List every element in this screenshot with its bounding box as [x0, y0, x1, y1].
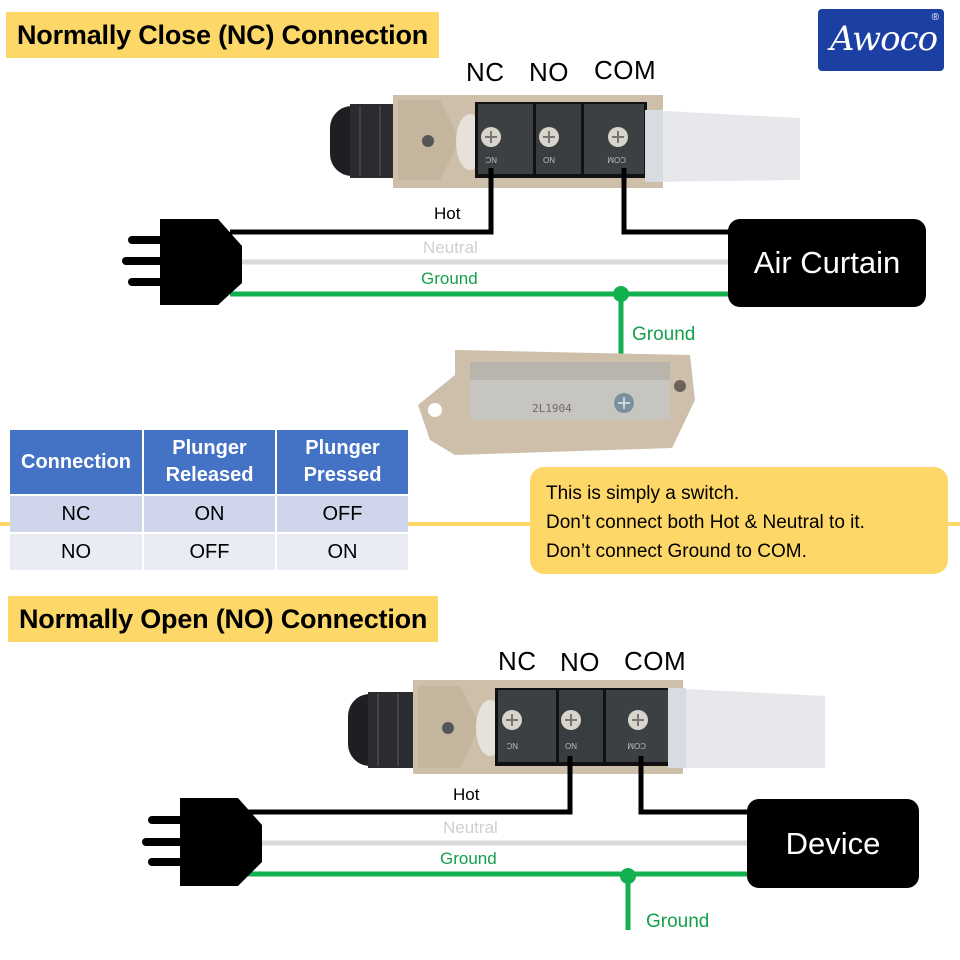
stamp-com: COM	[607, 155, 626, 164]
device-box: Device	[747, 799, 919, 888]
no-plug-icon	[142, 798, 262, 886]
cell-released: OFF	[144, 534, 275, 570]
cell-released: ON	[144, 496, 275, 532]
device-label: Device	[785, 825, 881, 861]
header-plunger-released: Plunger Released	[144, 430, 275, 494]
nc-ground-label: Ground	[421, 269, 478, 288]
nc-terminal-label-no: NO	[529, 57, 569, 87]
note-line: Don’t connect both Hot & Neutral to it.	[546, 512, 865, 533]
header-connection: Connection	[10, 430, 142, 494]
no-com-wire	[638, 756, 750, 815]
mount-hole-icon	[428, 403, 442, 417]
plunger-arm	[668, 688, 825, 768]
stamp-nc: NC	[506, 741, 518, 750]
plunger-arm	[645, 110, 800, 182]
no-terminal-label-nc: NC	[498, 646, 537, 676]
table-row: NC ON OFF	[10, 496, 408, 532]
air-curtain-box: Air Curtain	[728, 219, 926, 307]
nc-section-title: Normally Close (NC) Connection	[6, 12, 440, 58]
note-line: Don’t connect Ground to COM.	[546, 541, 807, 562]
cell-connection: NC	[10, 496, 142, 532]
stamp-no: NO	[565, 741, 577, 750]
no-limit-switch: NC NO COM	[348, 680, 825, 774]
awoco-logo: Awoco ®	[818, 9, 944, 71]
cell-pressed: ON	[277, 534, 408, 570]
stamp-nc: NC	[485, 155, 497, 164]
nc-limit-switch: NC NO COM	[330, 95, 800, 188]
table-row: NO OFF ON	[10, 534, 408, 570]
note-line: This is simply a switch.	[546, 483, 740, 504]
cell-connection: NO	[10, 534, 142, 570]
no-section-title: Normally Open (NO) Connection	[8, 596, 439, 642]
no-terminal-label-com: COM	[624, 646, 687, 676]
nc-ground-branch-label: Ground	[632, 324, 696, 345]
nc-neutral-label: Neutral	[423, 238, 478, 257]
magnet-actuator: 2L1904	[418, 350, 695, 455]
air-curtain-label: Air Curtain	[753, 245, 901, 280]
cell-pressed: OFF	[277, 496, 408, 532]
logo-text: Awoco	[830, 19, 938, 59]
header-plunger-pressed: Plunger Pressed	[277, 430, 408, 494]
nc-terminal-label-nc: NC	[466, 57, 505, 87]
part-marking: 2L1904	[532, 402, 572, 415]
nc-com-wire	[621, 168, 730, 235]
no-hot-label: Hot	[453, 785, 480, 804]
truth-table: Connection Plunger Released Plunger Pres…	[8, 428, 410, 572]
registered-mark: ®	[931, 12, 939, 23]
no-ground-branch-label: Ground	[646, 911, 710, 932]
warning-note: This is simply a switch. Don’t connect b…	[530, 467, 948, 574]
stamp-com: COM	[627, 741, 646, 750]
nc-hot-label: Hot	[434, 204, 461, 223]
no-hot-wire	[245, 756, 573, 815]
no-wiring	[142, 756, 750, 930]
no-neutral-label: Neutral	[443, 818, 498, 837]
nc-hot-wire	[230, 168, 494, 235]
nc-terminal-label-com: COM	[594, 55, 657, 85]
nc-plug-icon	[122, 219, 242, 305]
stamp-no: NO	[543, 155, 555, 164]
nc-wiring	[122, 168, 730, 382]
no-terminal-label-no: NO	[560, 647, 600, 677]
no-ground-label: Ground	[440, 849, 497, 868]
